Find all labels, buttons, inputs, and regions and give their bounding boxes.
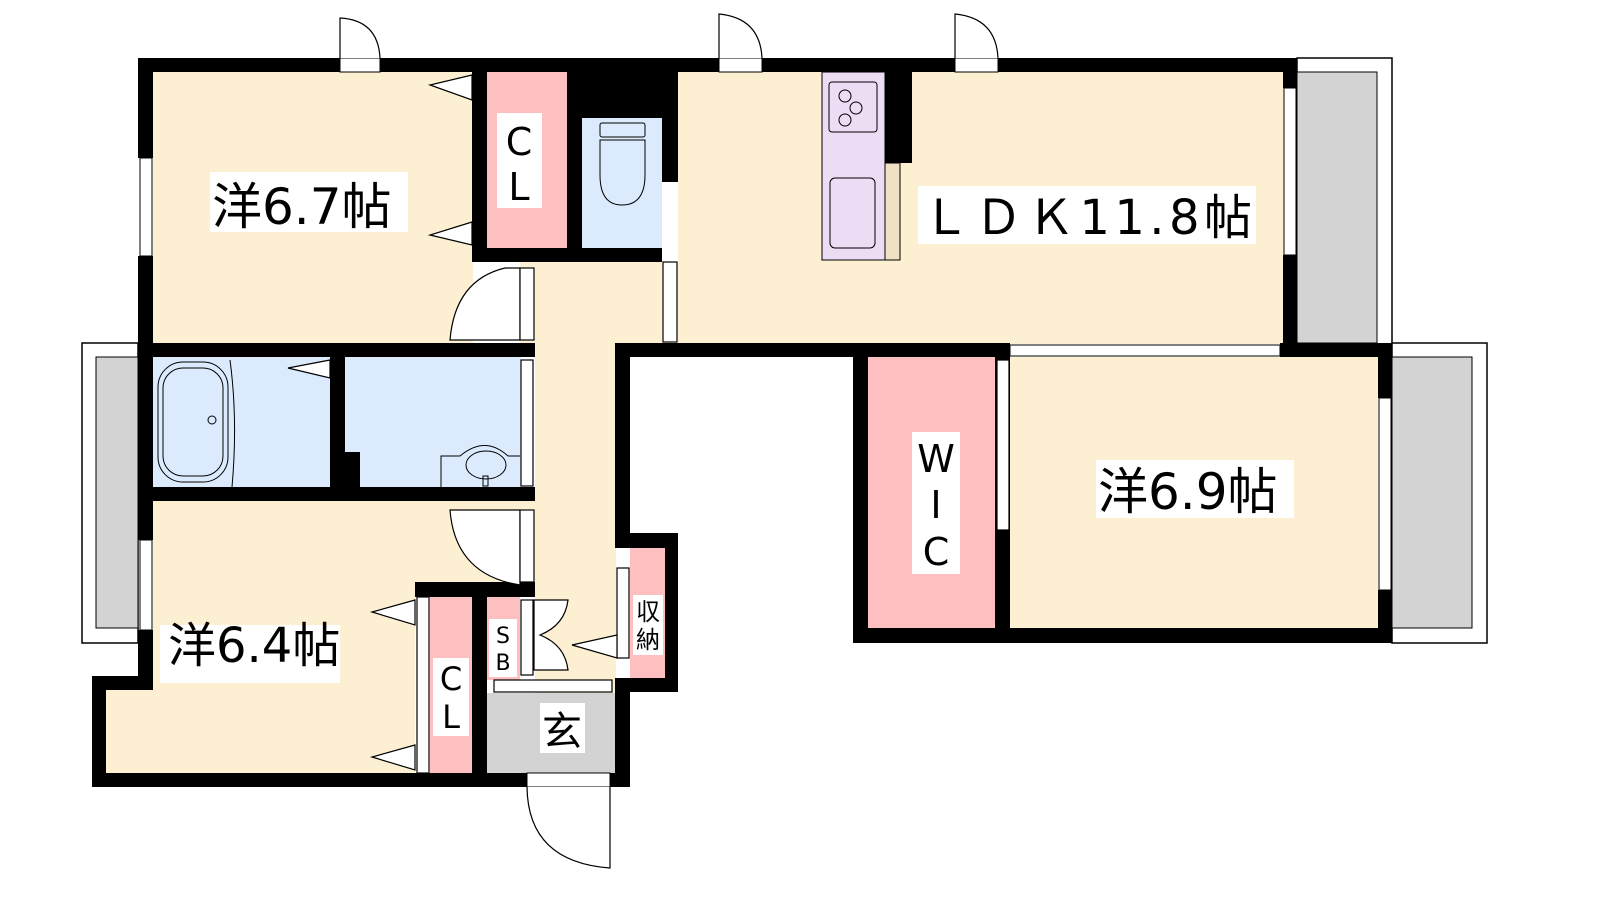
label-closet-2: C L <box>433 658 469 736</box>
walls <box>92 58 1392 787</box>
svg-text:納: 納 <box>636 626 660 654</box>
svg-text:C: C <box>923 530 950 574</box>
svg-text:B: B <box>495 651 510 676</box>
hallway <box>520 262 680 344</box>
svg-text:玄: 玄 <box>542 709 582 755</box>
label-storage: 収 納 <box>633 595 663 655</box>
svg-text:C: C <box>506 120 533 164</box>
balcony-right-top <box>1296 57 1393 346</box>
label-ldk: ＬＤＫ11.8帖 <box>918 186 1256 246</box>
svg-text:洋6.7帖: 洋6.7帖 <box>212 178 392 236</box>
label-entrance: 玄 <box>540 703 585 755</box>
svg-text:洋6.4帖: 洋6.4帖 <box>168 618 340 674</box>
svg-text:I: I <box>930 483 941 527</box>
label-western-2: 洋6.4帖 <box>160 618 340 683</box>
label-shoe-box: S B <box>489 619 517 677</box>
washroom <box>345 357 521 487</box>
label-closet-1: C L <box>497 113 542 209</box>
sink-icon <box>440 445 520 487</box>
svg-text:洋6.9帖: 洋6.9帖 <box>1098 463 1278 521</box>
svg-text:ＬＤＫ11.8帖: ＬＤＫ11.8帖 <box>922 190 1252 246</box>
balcony-right-bottom <box>1391 342 1488 644</box>
bathtub-icon <box>157 359 236 488</box>
label-western-3: 洋6.9帖 <box>1096 460 1294 521</box>
svg-text:収: 収 <box>636 598 660 626</box>
bathroom <box>153 357 330 487</box>
label-wic: W I C <box>912 432 960 574</box>
hallway-lower <box>535 343 616 693</box>
svg-text:S: S <box>496 624 510 649</box>
door-swings <box>287 13 1010 869</box>
svg-text:W: W <box>917 437 955 481</box>
balcony-left <box>81 342 139 644</box>
kitchen-counter <box>821 71 901 261</box>
toilet-icon <box>599 122 646 206</box>
label-western-1: 洋6.7帖 <box>210 172 408 236</box>
svg-text:L: L <box>508 165 529 209</box>
svg-text:C: C <box>440 660 462 698</box>
windows <box>139 57 1392 788</box>
svg-text:L: L <box>442 698 460 736</box>
toilet-room <box>582 118 662 249</box>
